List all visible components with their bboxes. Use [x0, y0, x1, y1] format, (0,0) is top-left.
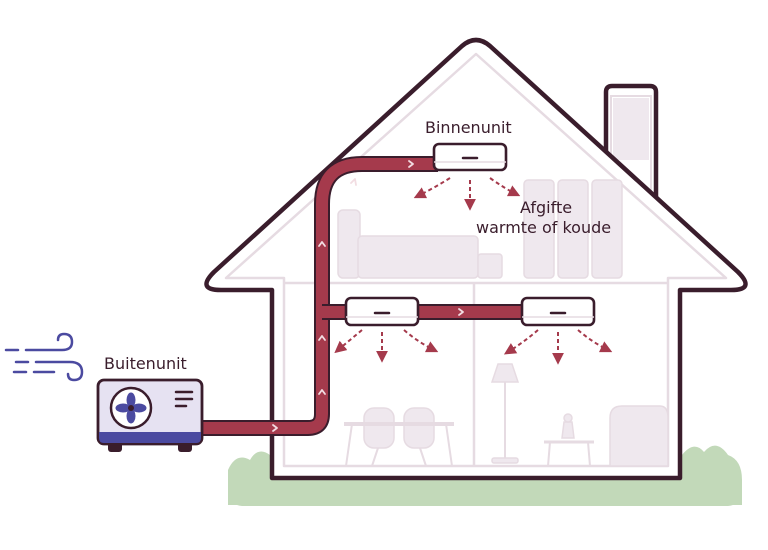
side-table: [544, 413, 594, 467]
airflow-arrows: [334, 177, 613, 365]
outdoor-unit-label: Buitenunit: [104, 354, 187, 373]
armchair: [609, 405, 669, 467]
outdoor-unit: [96, 378, 204, 452]
floor-lamp: [490, 363, 520, 464]
indoor-unit-left: [344, 296, 420, 327]
bed: [337, 209, 503, 279]
indoor-unit-label: Binnenunit: [425, 118, 512, 137]
indoor-unit-top: [432, 142, 508, 172]
dining-set: [344, 407, 454, 467]
vent-lines: [174, 390, 194, 408]
flow-chevrons: [272, 160, 464, 432]
output-label-line-1: Afgifte: [520, 198, 572, 217]
output-label-line-2: warmte of koude: [476, 218, 611, 237]
wind-icon: [4, 332, 84, 382]
wardrobe: [523, 179, 623, 279]
indoor-unit-right: [520, 296, 596, 327]
furniture: [337, 179, 669, 467]
fan-icon: [109, 386, 153, 430]
